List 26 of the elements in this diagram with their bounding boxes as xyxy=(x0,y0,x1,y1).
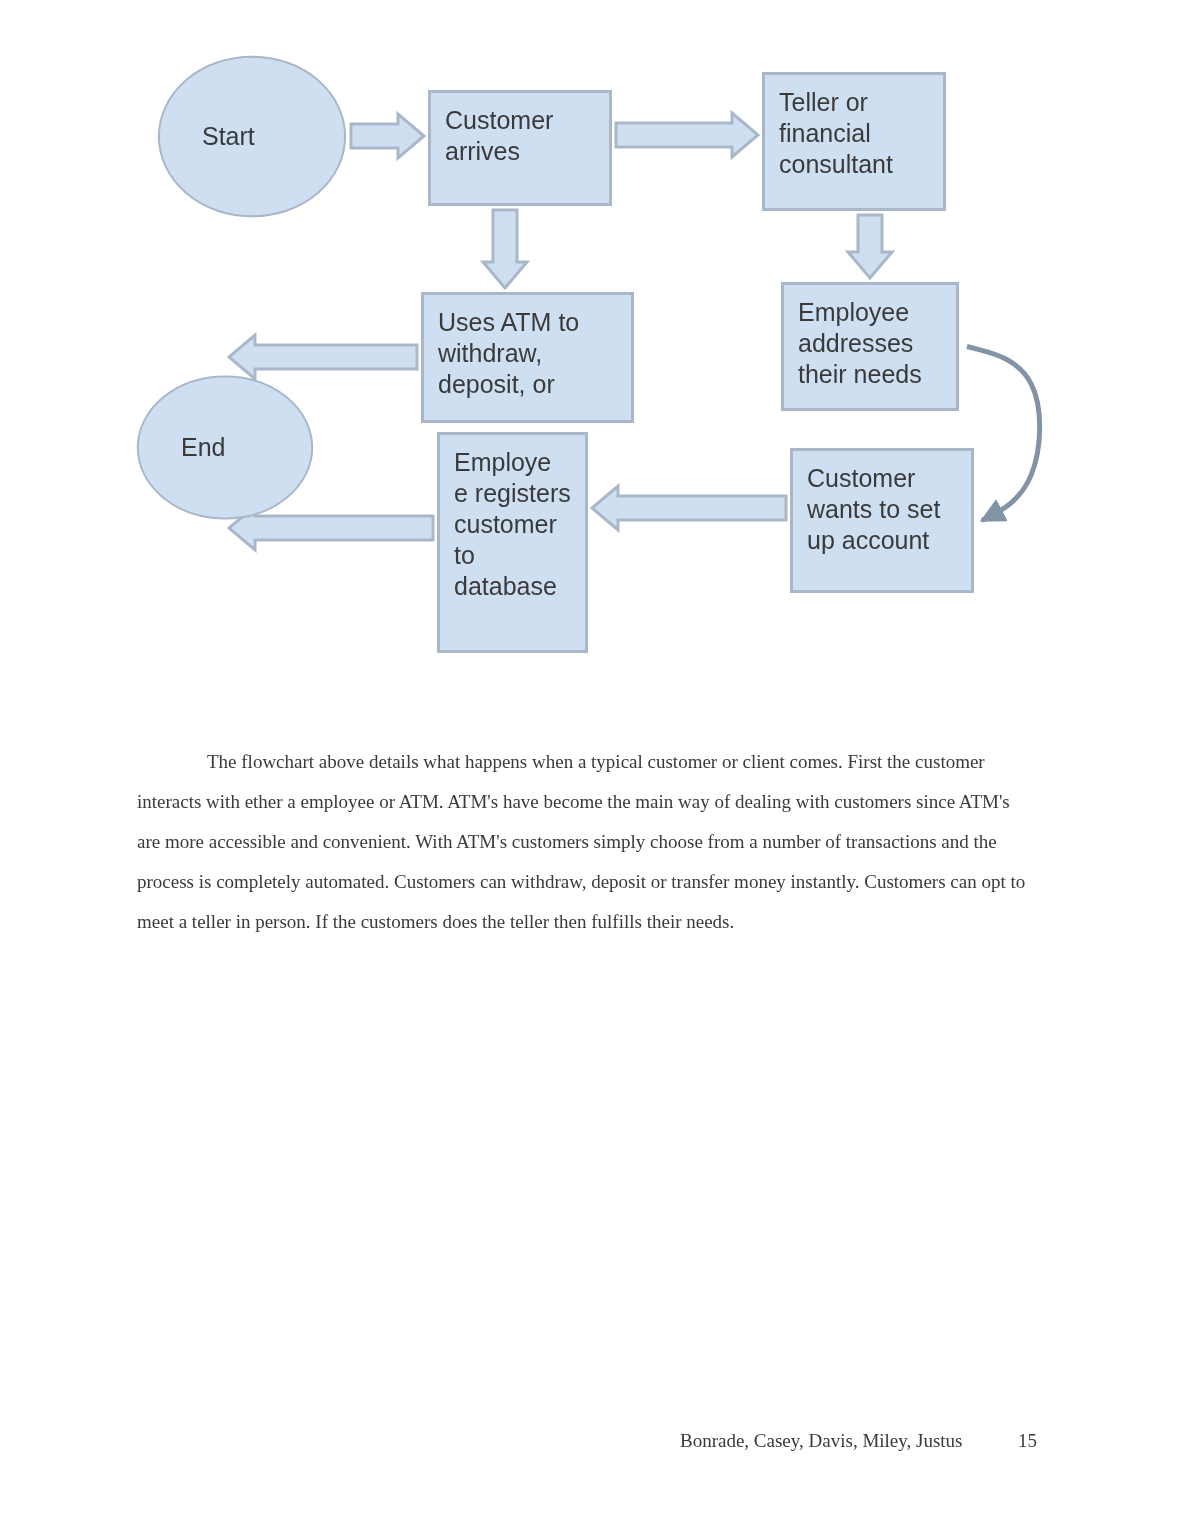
arrow xyxy=(226,331,419,383)
page-number: 15 xyxy=(1018,1430,1038,1452)
node-label: End xyxy=(181,432,226,463)
node-label: Teller or financial consultant xyxy=(779,87,894,180)
node-label: Customer arrives xyxy=(445,105,555,167)
process-box xyxy=(421,292,634,423)
node-label: Customer wants to set up account xyxy=(807,463,942,556)
author-names: Bonrade, Casey, Davis, Miley, Justus xyxy=(680,1430,964,1452)
terminal-ellipse xyxy=(136,375,314,520)
arrow xyxy=(479,208,531,291)
node-label: Start xyxy=(202,121,255,152)
process-box xyxy=(437,432,588,653)
body-paragraph: The flowchart above details what happens when a typical customer or client comes. First the customer interacts with ether a employee or ATM. ATM's have become the main way of dealing with customers since ATM's are more accessible and convenient. With ATM's customers simply choose from a number of transactions and the process is completely automated. Customers can withdraw, deposit or transfer money instantly. Customers can opt to meet a teller in person. If the customers does the teller then fulfills their needs. xyxy=(137,750,1027,934)
arrow xyxy=(589,482,788,534)
arrow xyxy=(349,110,427,162)
process-box xyxy=(781,282,959,411)
node-label: Uses ATM to withdraw, deposit, or xyxy=(438,307,581,400)
node-label: Employe e registers customer to database xyxy=(454,447,571,602)
node-label: Employee addresses their needs xyxy=(798,297,923,390)
terminal-ellipse xyxy=(157,55,347,218)
process-box xyxy=(790,448,974,593)
process-box xyxy=(428,90,612,206)
arrow xyxy=(614,109,761,161)
arrow xyxy=(844,213,896,281)
process-box xyxy=(762,72,946,211)
arrow xyxy=(966,344,1043,523)
